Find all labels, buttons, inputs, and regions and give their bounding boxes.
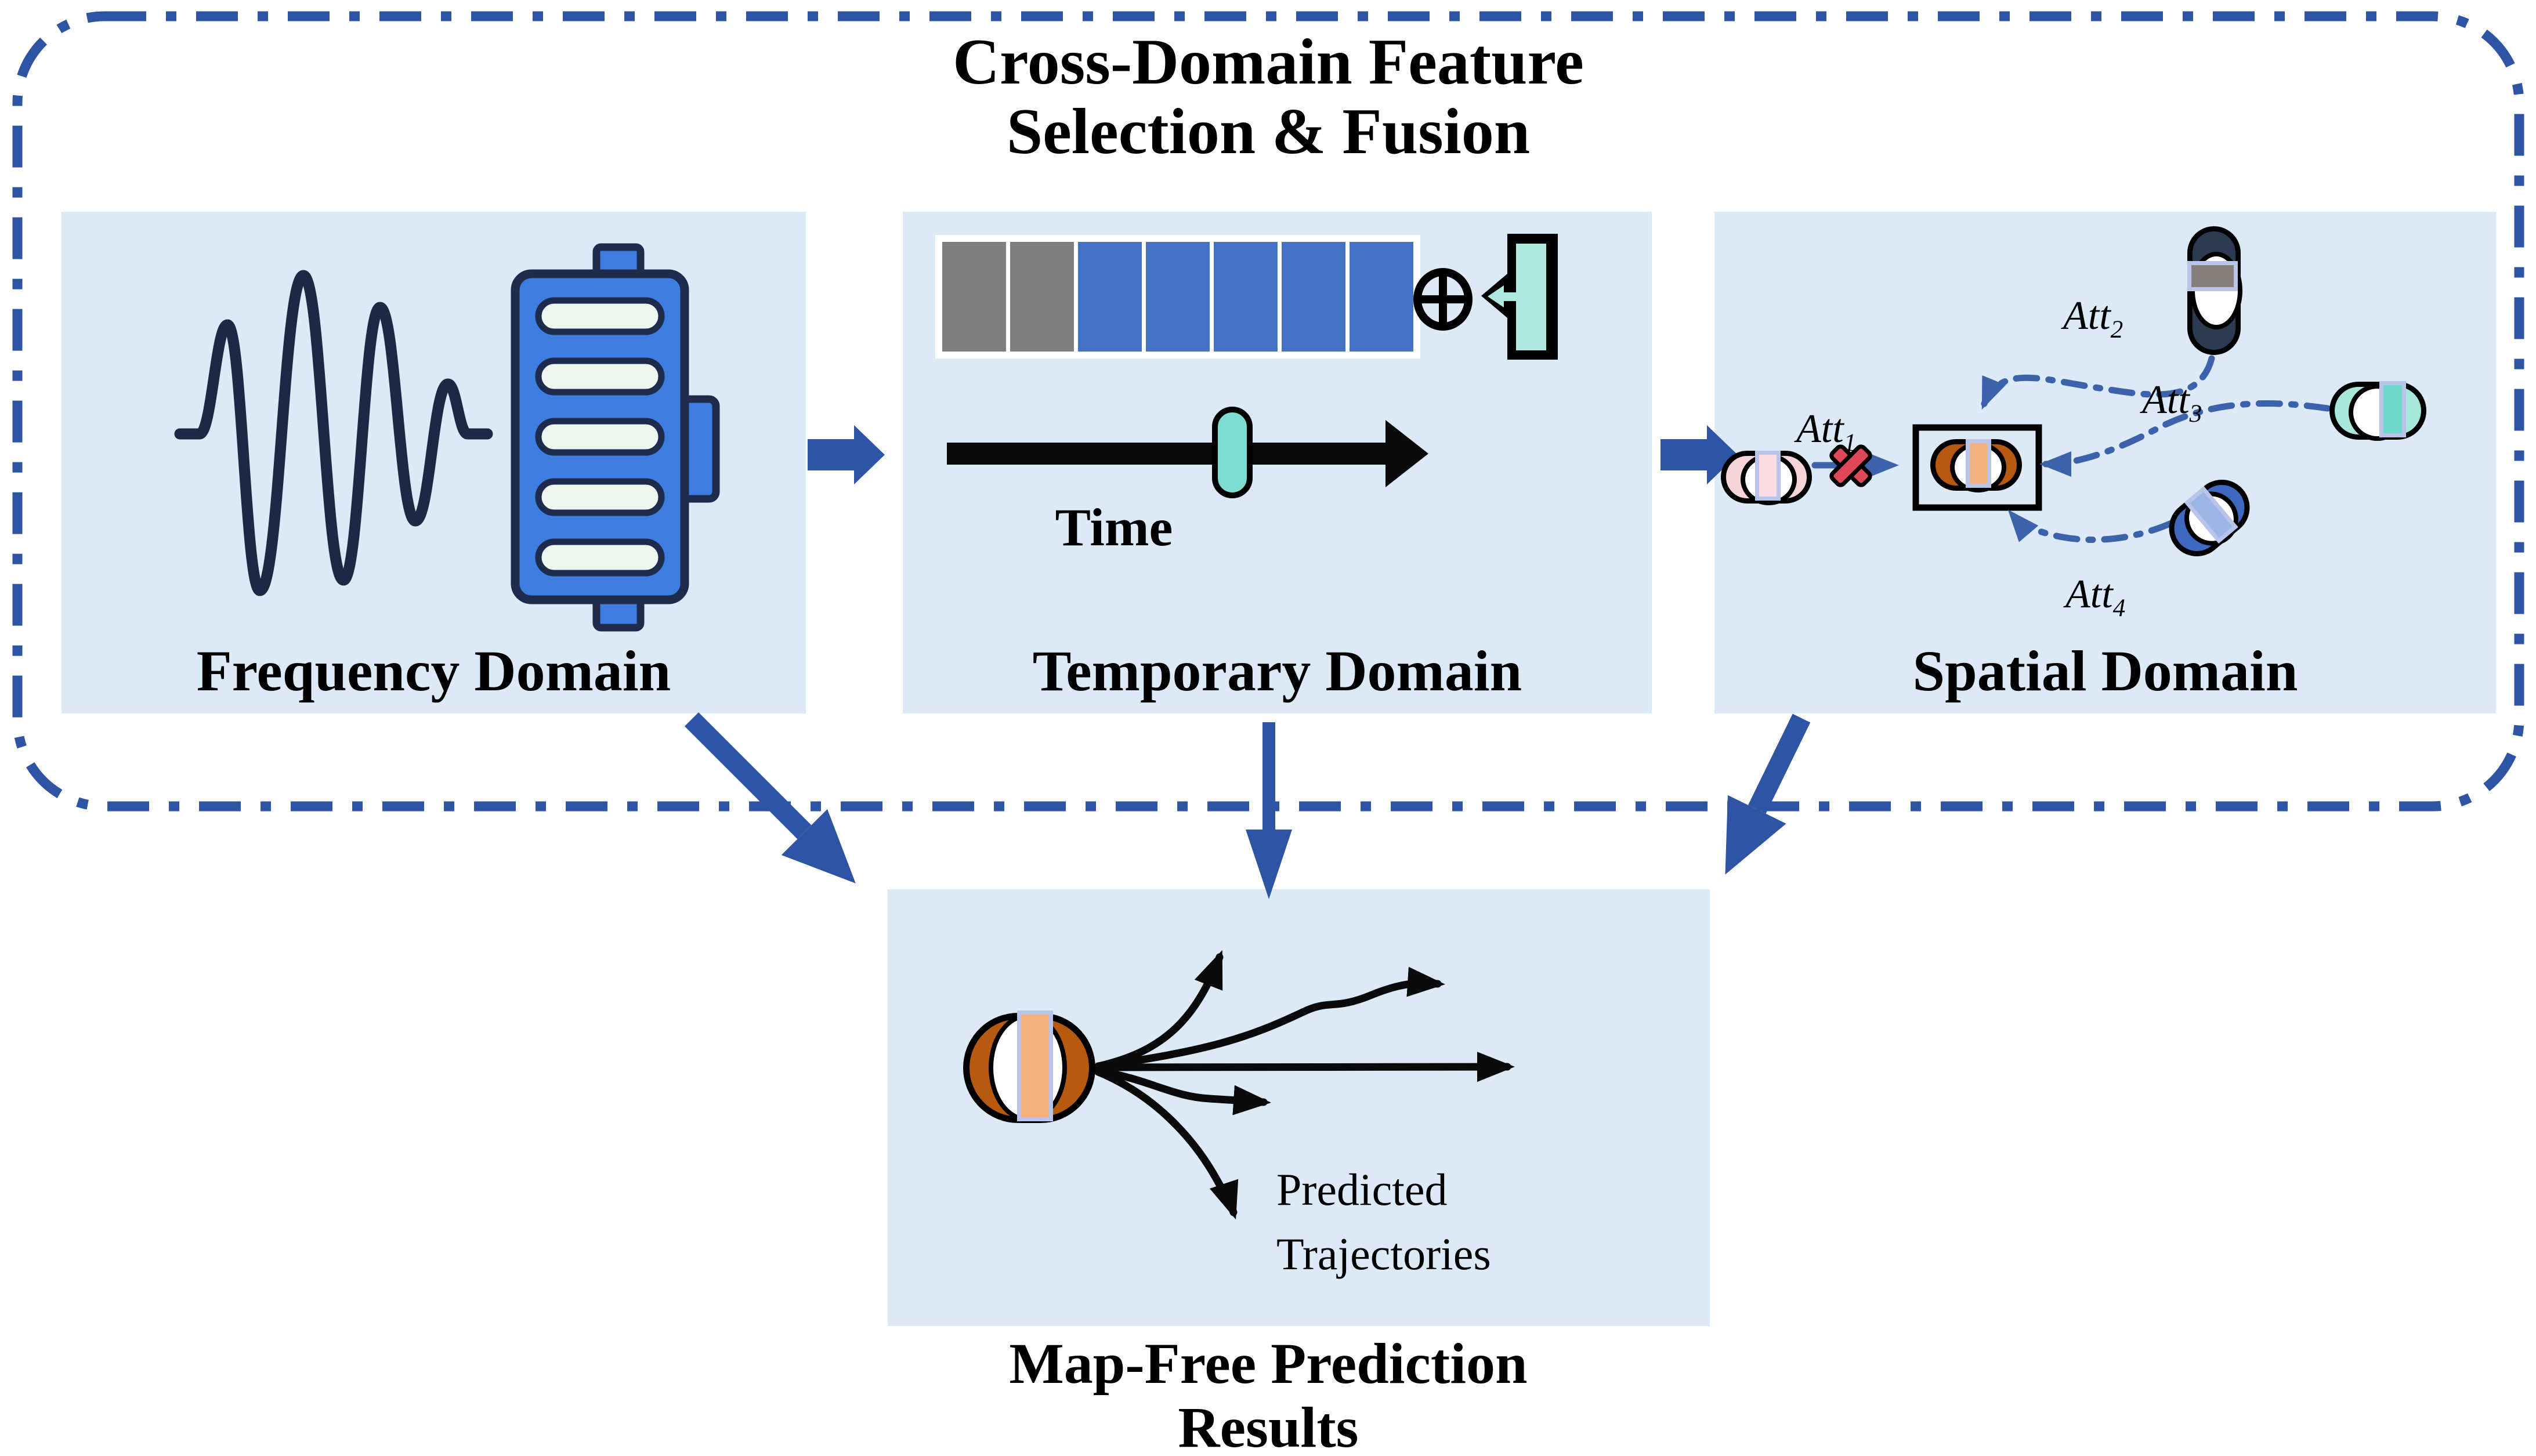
car-pink <box>1721 451 1812 505</box>
feature-block-gray <box>942 242 1006 352</box>
arrow-spatial-to-results <box>1725 713 1811 875</box>
arrow-frequency-to-temporal <box>808 425 885 484</box>
spatial-domain-panel: Spatial Domain <box>1714 212 2496 713</box>
arrow-temporal-to-results <box>1246 722 1292 899</box>
feature-block-blue <box>1282 242 1345 352</box>
attention-label-4: Att4 <box>2065 572 2126 622</box>
attention-label-3: Att3 <box>2142 378 2202 428</box>
figure-title: Cross-Domain Feature Selection & Fusion <box>746 26 1790 168</box>
car-teal <box>2329 381 2426 441</box>
frequency-domain-label: Frequency Domain <box>196 639 671 703</box>
temporary-domain-label: Temporary Domain <box>1032 639 1522 703</box>
time-label: Time <box>1055 498 1173 557</box>
attention-label-2: Att2 <box>2063 294 2123 343</box>
car-ego-orange <box>963 1010 1095 1123</box>
attention-label-1: Att1 <box>1796 407 1857 457</box>
arrow-frequency-to-results <box>684 712 856 883</box>
car-target-orange <box>1930 439 2022 492</box>
spatial-domain-label: Spatial Domain <box>1912 639 2298 703</box>
feature-block-blue <box>1146 242 1210 352</box>
frequency-domain-panel: Frequency Domain <box>61 212 806 713</box>
predicted-trajectories-label: Predicted Trajectories <box>1276 1164 1491 1279</box>
feature-block-gray <box>1010 242 1074 352</box>
figure-title-line2: Selection & Fusion <box>1006 95 1531 168</box>
figure-title-line1: Cross-Domain Feature <box>953 26 1584 98</box>
feature-block-blue <box>1214 242 1278 352</box>
feature-block-blue <box>1350 242 1413 352</box>
feature-block-row <box>935 235 1420 358</box>
car-navy <box>2187 226 2242 355</box>
feature-block-blue <box>1078 242 1142 352</box>
map-free-results-caption: Map-Free Prediction Results <box>1009 1331 1528 1456</box>
